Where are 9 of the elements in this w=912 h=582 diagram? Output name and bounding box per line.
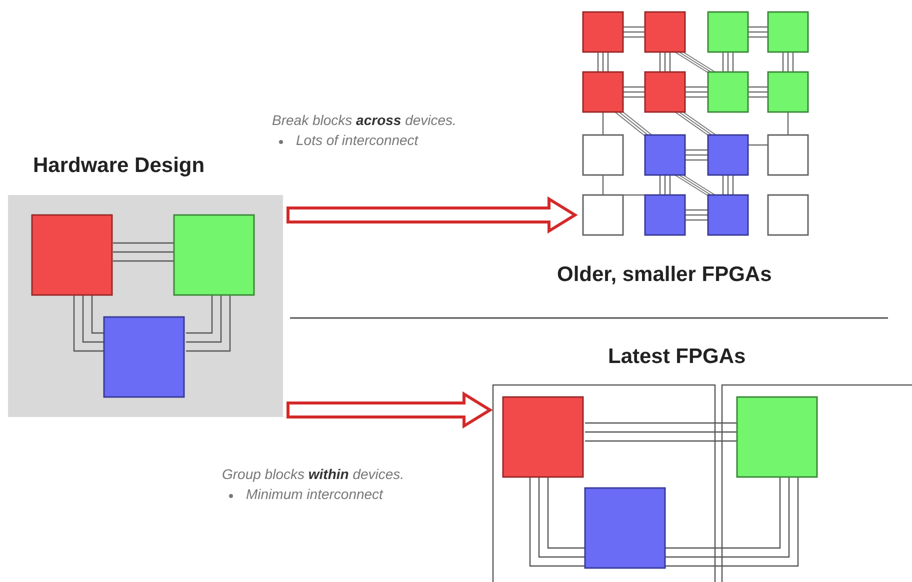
block-arrow [286, 196, 578, 234]
bullet-point: Lots of interconnect [296, 132, 418, 148]
panel-heading: Latest FPGAs [608, 345, 746, 369]
note-text: Break blocks across devices. [272, 112, 456, 128]
note-text: Group blocks within devices. [222, 466, 404, 482]
panel-heading: Hardware Design [33, 154, 205, 178]
bullet-point: Minimum interconnect [246, 486, 383, 502]
panel-heading: Older, smaller FPGAs [557, 263, 772, 287]
block-arrow [286, 391, 493, 429]
